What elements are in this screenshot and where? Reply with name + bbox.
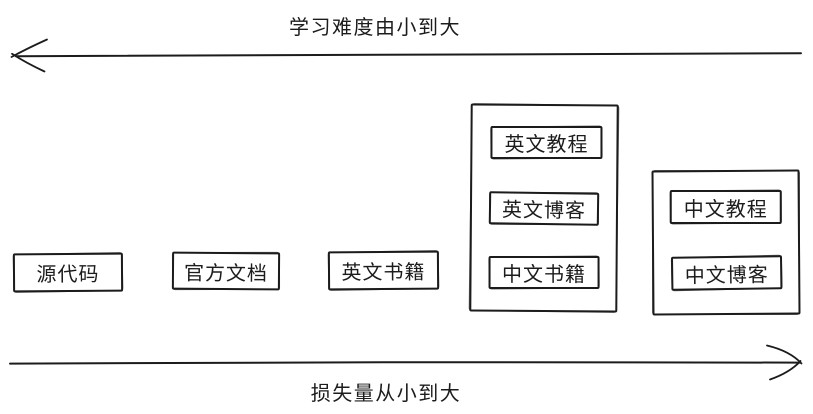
node-english-tutorials: 英文教程 bbox=[490, 126, 603, 160]
node-source-code: 源代码 bbox=[12, 252, 124, 293]
node-label: 中文教程 bbox=[683, 198, 768, 221]
loss-axis-label: 损失量从小到大 bbox=[310, 383, 462, 405]
node-label: 中文博客 bbox=[684, 263, 769, 288]
node-chinese-tutorials: 中文教程 bbox=[669, 190, 782, 225]
group-box-2: 中文教程 中文博客 bbox=[651, 169, 801, 316]
node-english-blogs: 英文博客 bbox=[488, 191, 600, 226]
node-chinese-books: 中文书籍 bbox=[488, 256, 600, 290]
group-box-1: 英文教程 英文博客 中文书籍 bbox=[469, 103, 619, 313]
node-english-books: 英文书籍 bbox=[327, 250, 440, 291]
node-official-docs: 官方文档 bbox=[171, 251, 281, 291]
arrow-left-icon bbox=[10, 38, 802, 73]
node-label: 中文书籍 bbox=[502, 264, 587, 287]
node-label: 英文教程 bbox=[504, 134, 589, 157]
arrow-right-icon bbox=[9, 344, 803, 381]
difficulty-axis-label: 学习难度由小到大 bbox=[289, 17, 461, 39]
node-label: 官方文档 bbox=[183, 262, 269, 285]
node-label: 英文博客 bbox=[501, 199, 587, 223]
node-label: 英文书籍 bbox=[341, 261, 426, 285]
node-chinese-blogs: 中文博客 bbox=[670, 255, 783, 291]
node-label: 源代码 bbox=[36, 263, 100, 287]
